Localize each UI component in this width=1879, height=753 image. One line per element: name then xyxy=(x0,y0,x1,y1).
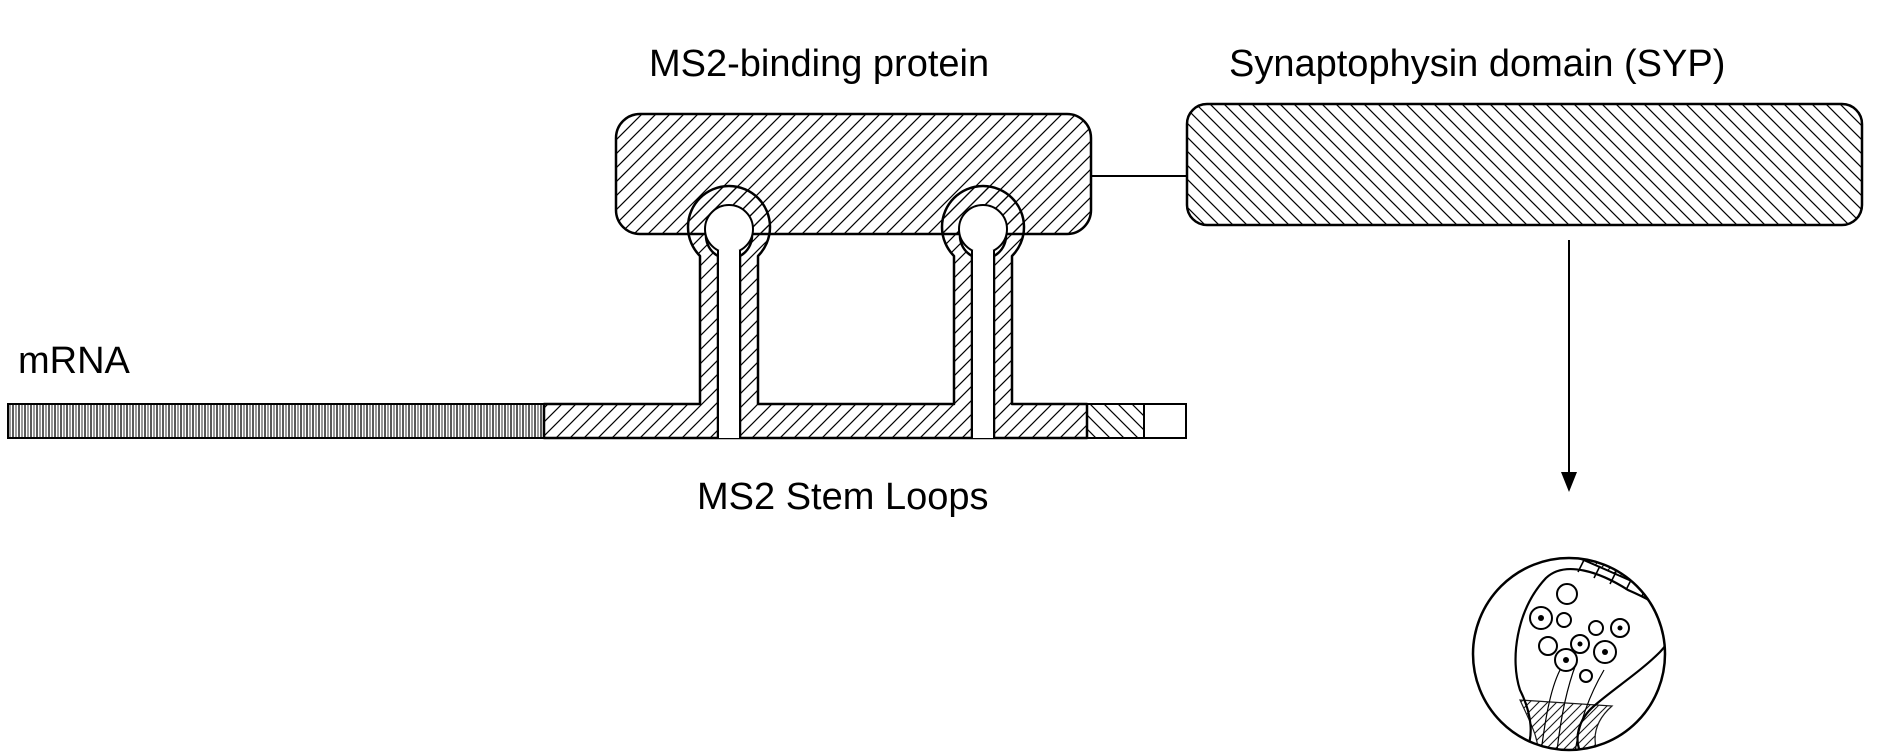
stem-loops-label: MS2 Stem Loops xyxy=(697,478,988,516)
synapse-inset xyxy=(1473,520,1700,753)
vesicle xyxy=(1557,584,1577,604)
syp-domain-box xyxy=(1187,104,1862,225)
stem-loop-1-channel xyxy=(718,250,740,438)
vesicle xyxy=(1580,670,1592,682)
localization-arrow-head xyxy=(1561,472,1577,492)
vesicle xyxy=(1539,637,1557,655)
mrna-end-segment xyxy=(1144,404,1186,438)
mrna-label: mRNA xyxy=(18,342,130,380)
stem-loop-2-channel xyxy=(972,250,994,438)
binding-protein-label: MS2-binding protein xyxy=(649,45,989,83)
vesicle xyxy=(1589,621,1603,635)
stem-loop-2-inner xyxy=(959,205,1007,253)
mrna-coding-segment xyxy=(8,404,544,438)
syp-domain-label: Synaptophysin domain (SYP) xyxy=(1229,45,1725,83)
vesicle xyxy=(1557,613,1571,627)
stem-loop-1-inner xyxy=(705,205,753,253)
mrna-utr-segment xyxy=(1087,404,1144,438)
